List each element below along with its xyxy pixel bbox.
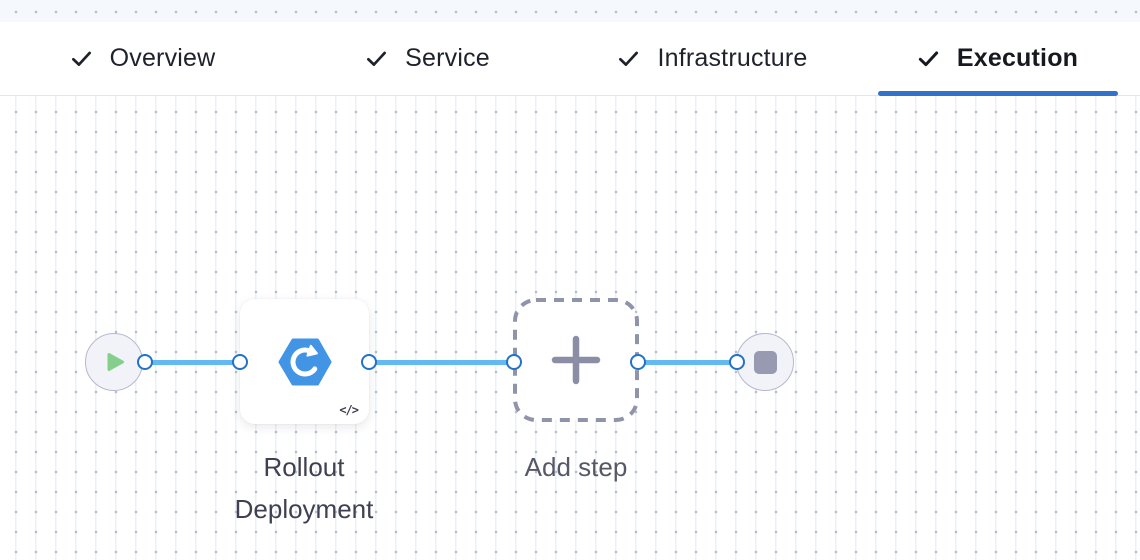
check-icon [365,47,388,70]
code-icon[interactable]: </> [339,403,359,417]
pipeline-canvas[interactable]: </> Rollout Deployment Add step [0,96,1140,560]
add-step-label: Add step [524,452,628,482]
tab-execution[interactable]: Execution [855,22,1140,95]
tab-service[interactable]: Service [285,22,570,95]
port[interactable] [361,354,377,370]
tab-infrastructure-label: Infrastructure [657,44,808,72]
connector-line [369,360,514,365]
connector-line [145,360,240,365]
play-icon [106,351,126,373]
port[interactable] [137,354,153,370]
port[interactable] [232,354,248,370]
check-icon [70,47,93,70]
pipeline-start-node[interactable] [85,333,143,391]
tab-infrastructure[interactable]: Infrastructure [570,22,855,95]
step-node-rollout-deployment[interactable]: </> [240,299,369,424]
stage-tab-bar: Overview Service Infrastructure Executio… [0,22,1140,96]
tab-overview[interactable]: Overview [0,22,285,95]
tab-execution-label: Execution [956,44,1079,72]
pipeline-end-node[interactable] [736,333,794,391]
connector-line [638,360,737,365]
port[interactable] [506,354,522,370]
tab-service-label: Service [405,44,490,72]
port[interactable] [729,354,745,370]
check-icon [617,47,640,70]
rollout-deployment-icon [278,338,332,386]
port[interactable] [630,354,646,370]
check-icon [917,47,940,70]
canvas-top-strip [0,0,1140,22]
tab-overview-label: Overview [109,44,216,72]
plus-icon [551,335,601,385]
step-node-label: Rollout Deployment [234,452,374,524]
stop-icon [753,350,777,374]
add-step-node[interactable] [513,298,639,422]
